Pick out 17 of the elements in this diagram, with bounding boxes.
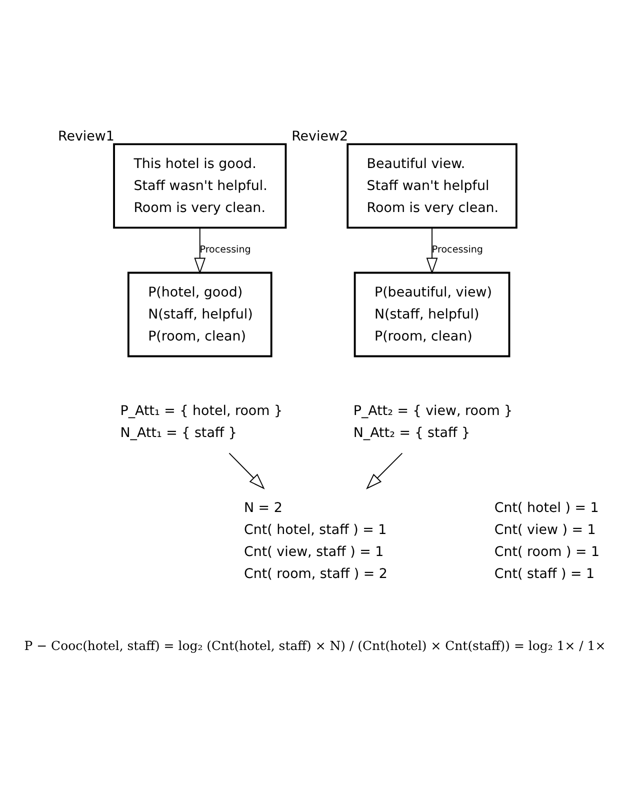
node-box: P(hotel, good) N(staff, helpful) P(room, clean) — [127, 272, 272, 358]
node-box: P(beautiful, view) N(staff, helpful) P(room, clean) — [354, 272, 510, 358]
arrow — [194, 228, 206, 274]
node-text: Cnt( hotel ) = 1 Cnt( view ) = 1 Cnt( room ) = 1 Cnt( staff ) = 1 — [494, 500, 600, 582]
node-text: P_Att₂ = { view, room } N_Att₂ = { staff } — [353, 404, 513, 441]
edge-label: Processing — [200, 244, 251, 256]
edge-label: Processing — [432, 244, 484, 256]
arrow — [228, 452, 265, 490]
label: P − Cooc(hotel, staff) = log₂ (Cnt(hotel, staff) × N) / (Cnt(hotel) × Cnt(staff)) = log₂ 1× / 1× — [24, 638, 606, 654]
arrow — [366, 452, 403, 490]
node-label: Review2 — [292, 130, 348, 145]
node-box: This hotel is good. Staff wasn't helpful. Room is very clean. — [113, 143, 287, 229]
arrow — [426, 228, 438, 274]
node-box: Beautiful view. Staff wan't helpful Room is very clean. — [346, 143, 518, 229]
node-text: P_Att₁ = { hotel, room } N_Att₁ = { staff } — [120, 404, 283, 441]
node-text: N = 2 Cnt( hotel, staff ) = 1 Cnt( view, staff ) = 1 Cnt( room, staff ) = 2 — [244, 500, 388, 582]
node-label: Review1 — [58, 130, 114, 145]
